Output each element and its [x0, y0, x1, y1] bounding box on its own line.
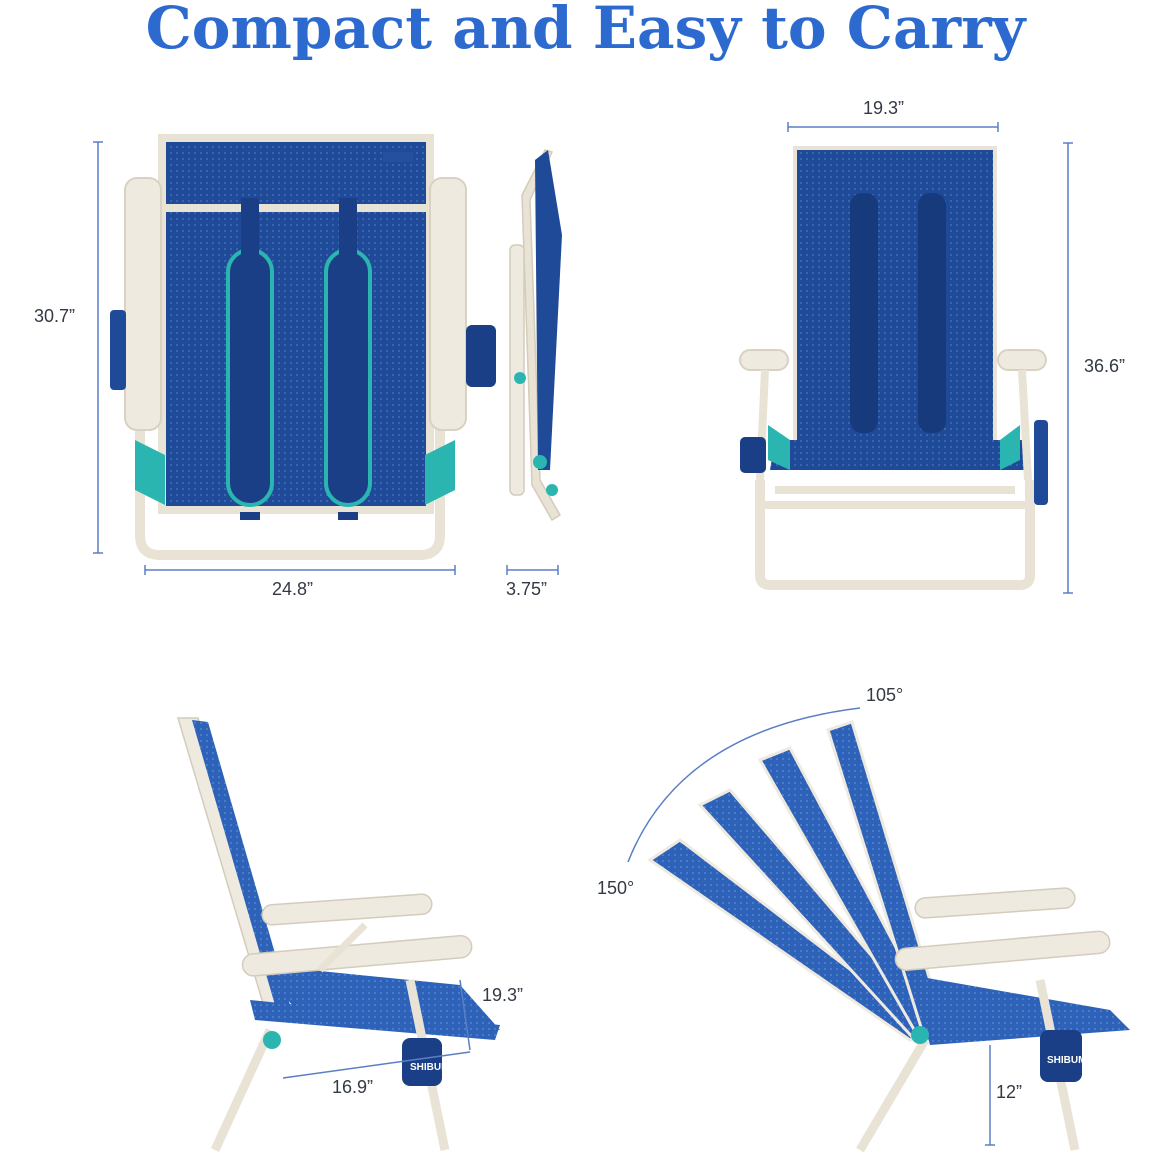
dim-open-width: 19.3” — [863, 98, 905, 118]
dimension-lines — [93, 122, 1073, 1146]
open-chair-front — [739, 146, 1048, 590]
brand-label-2: SHIBUMI — [1047, 1055, 1089, 1066]
folded-chair-side — [509, 149, 562, 522]
dim-seat-depth: 19.3” — [482, 985, 524, 1005]
folded-chair-front — [110, 134, 496, 560]
chair-recline-view: SHIBUMI — [647, 720, 1130, 1153]
brand-label: SHIBUMI — [410, 1062, 452, 1073]
dim-angle-recline: 150° — [597, 878, 635, 898]
dim-folded-depth: 3.75” — [506, 579, 548, 599]
dim-seat-length: 16.9” — [332, 1077, 374, 1097]
dim-folded-width: 24.8” — [272, 579, 314, 599]
page-title: Compact and Easy to Carry — [145, 0, 1026, 62]
dim-angle-upright: 105° — [866, 685, 904, 705]
dim-open-height: 36.6” — [1084, 356, 1126, 376]
chair-side-view: SHIBUMI — [176, 717, 500, 1152]
dim-folded-height: 30.7” — [34, 306, 76, 326]
dim-seat-height: 12” — [996, 1082, 1023, 1102]
